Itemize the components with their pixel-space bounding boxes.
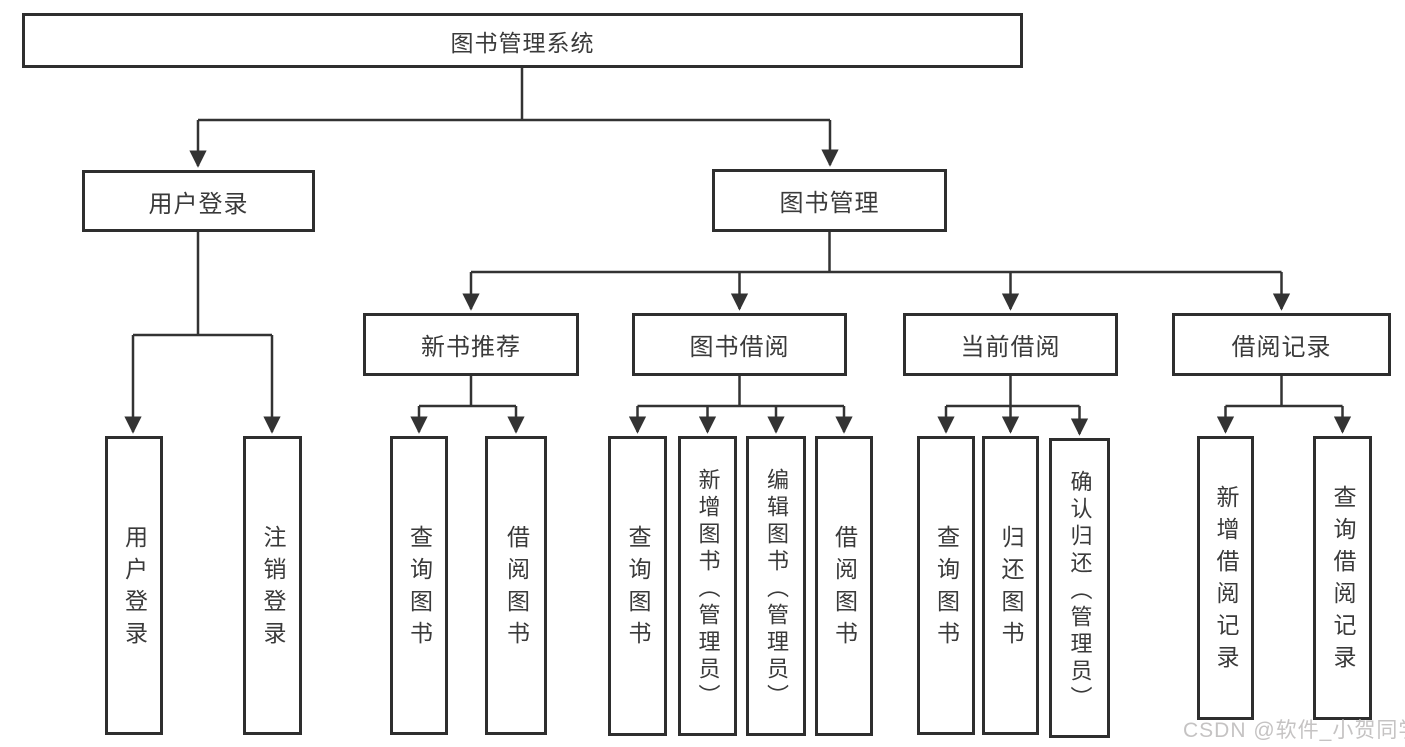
leaf-query-borrow-record: 查询借阅记录: [1313, 436, 1372, 720]
leaf-query-books-current: 查询图书: [917, 436, 975, 735]
node-borrowing-records: 借阅记录: [1172, 313, 1391, 376]
leaf-query-books-borrow: 查询图书: [608, 436, 667, 736]
leaf-logout: 注销登录: [243, 436, 302, 735]
leaf-confirm-return-admin: 确认归还（管理员）: [1049, 438, 1110, 738]
leaf-borrow-books: 借阅图书: [815, 436, 873, 736]
leaf-return-books: 归还图书: [982, 436, 1039, 735]
watermark: CSDN @软件_小贺同学: [1183, 719, 1405, 742]
leaf-edit-books-admin: 编辑图书（管理员）: [746, 436, 806, 736]
leaf-add-borrow-record: 新增借阅记录: [1197, 436, 1254, 720]
node-user-login: 用户登录: [82, 170, 315, 232]
leaf-query-books-recommend: 查询图书: [390, 436, 448, 735]
leaf-user-login: 用户登录: [105, 436, 163, 735]
node-book-management: 图书管理: [712, 169, 947, 232]
leaf-add-books-admin: 新增图书（管理员）: [678, 436, 737, 736]
leaf-borrow-books-recommend: 借阅图书: [485, 436, 547, 735]
node-library-management-system: 图书管理系统: [22, 13, 1023, 68]
node-new-book-recommendation: 新书推荐: [363, 313, 579, 376]
node-current-borrowing: 当前借阅: [903, 313, 1118, 376]
node-book-borrowing: 图书借阅: [632, 313, 847, 376]
